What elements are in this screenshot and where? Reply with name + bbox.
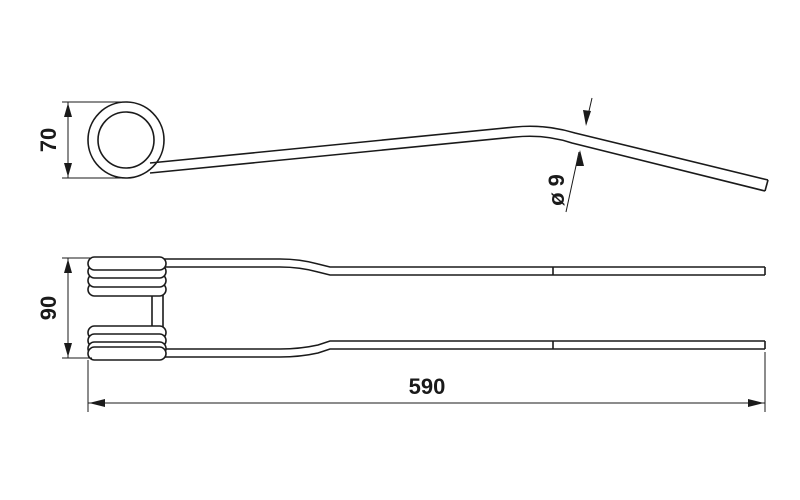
top-view-lower-tine-top-edge: [163, 340, 765, 350]
top-view-upper-tine-bottom-edge: [163, 266, 765, 276]
dimension-label-diameter: ø 9: [544, 174, 569, 206]
side-view-tine-lower-edge: [149, 135, 766, 192]
dimension-tine-spread: 90: [36, 257, 92, 359]
top-view-upper-coil: [87, 256, 167, 297]
side-view: [87, 101, 769, 192]
dimension-label-70: 70: [36, 128, 61, 152]
side-view-tine-upper-edge: [149, 125, 769, 181]
dimension-overall-length: 590: [87, 352, 766, 412]
dimension-wire-diameter: ø 9: [544, 97, 593, 213]
side-view-coil-inner: [97, 111, 155, 169]
top-view-upper-tine-top-edge: [163, 258, 765, 268]
side-view-coil-outer: [87, 101, 165, 179]
top-view: [87, 256, 766, 361]
dimension-label-590: 590: [409, 374, 446, 399]
side-view-tine-tip: [764, 179, 769, 192]
dimension-label-90: 90: [36, 296, 61, 320]
top-view-lower-coil: [87, 325, 167, 361]
top-view-lower-tine-bottom-edge: [163, 348, 765, 358]
dimension-coil-height: 70: [36, 101, 126, 179]
